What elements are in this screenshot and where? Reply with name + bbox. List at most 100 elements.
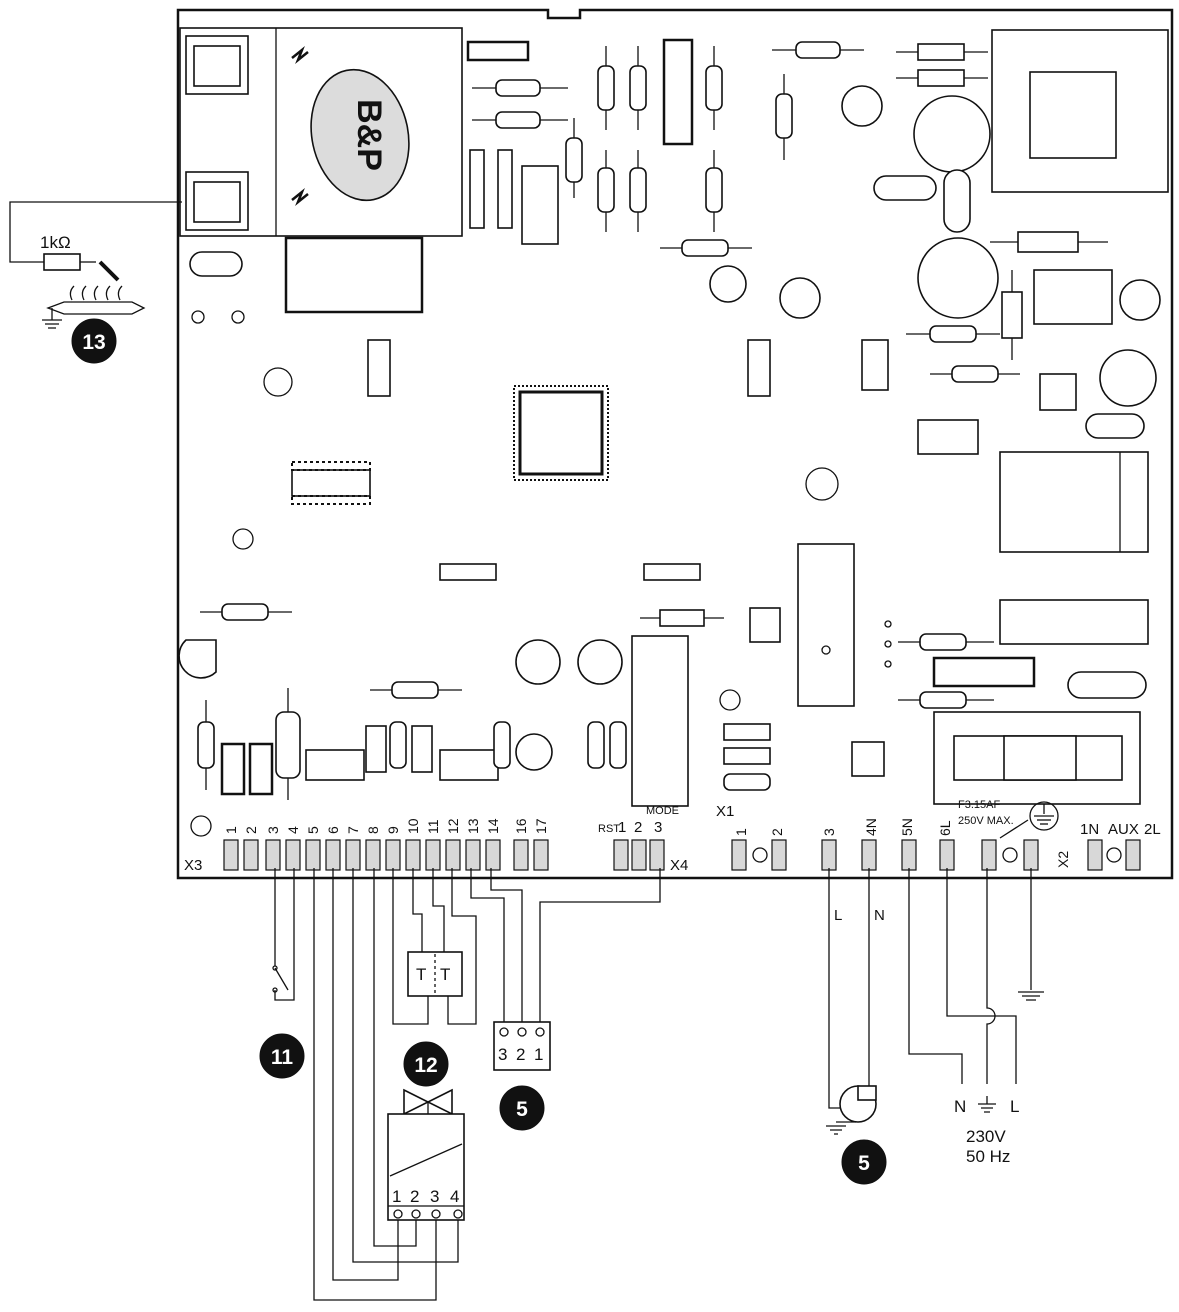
x3-pin-8: 8 bbox=[365, 826, 381, 834]
x3-terminal-8 bbox=[365, 839, 381, 871]
relay-right-black bbox=[932, 656, 1036, 688]
callout-12: 12 bbox=[403, 1041, 449, 1087]
x3-pin-10: 10 bbox=[405, 818, 421, 834]
capacitor bbox=[577, 639, 623, 685]
relay-right-top bbox=[999, 599, 1149, 645]
supply-frequency: 50 Hz bbox=[966, 1147, 1010, 1166]
x3-pin-6: 6 bbox=[325, 826, 341, 834]
x3-terminal-16 bbox=[513, 839, 529, 871]
power-pin-6l: 6L bbox=[937, 820, 953, 836]
jumper-right bbox=[643, 563, 701, 581]
x4-pin-2: 2 bbox=[634, 819, 642, 836]
res-body bbox=[275, 711, 301, 779]
power-pin-4n: 4N bbox=[863, 818, 879, 836]
relay-box bbox=[284, 236, 424, 314]
fuse-rating-line2: 250V MAX. bbox=[958, 815, 1014, 827]
manufacturer-logo-shape bbox=[310, 68, 410, 202]
x3-terminal-9 bbox=[385, 839, 401, 871]
diode-v bbox=[411, 725, 433, 773]
x3-terminal-1 bbox=[223, 839, 239, 871]
callout-11: 11 bbox=[259, 1033, 305, 1079]
earth-icon bbox=[42, 308, 62, 329]
cap-black bbox=[248, 742, 274, 796]
capacitor bbox=[515, 733, 553, 771]
transistor bbox=[178, 639, 217, 679]
x4-pin-1: 1 bbox=[618, 819, 626, 836]
ionisation-electrode-circuit: 1kΩ bbox=[9, 201, 182, 329]
pcb-dot bbox=[884, 620, 892, 628]
x4-terminal-1 bbox=[613, 839, 629, 871]
pcb-slot bbox=[189, 251, 243, 277]
x3-terminal-3 bbox=[265, 839, 281, 871]
pcb-hole bbox=[719, 689, 741, 711]
x4-connector-label: X4 bbox=[670, 857, 688, 874]
power-terminal-5n bbox=[901, 839, 917, 871]
power-pin-3: 3 bbox=[821, 828, 837, 836]
burner-flame-icon bbox=[46, 301, 146, 315]
svg-text:12: 12 bbox=[414, 1054, 437, 1077]
power-terminal-6l bbox=[939, 839, 955, 871]
x3-terminal-11 bbox=[425, 839, 441, 871]
supply-earth-symbol bbox=[978, 1096, 996, 1113]
power-terminal-4n bbox=[861, 839, 877, 871]
x2-terminal-2l bbox=[1125, 839, 1141, 871]
x3-terminal-13 bbox=[465, 839, 481, 871]
x3-pin-2: 2 bbox=[243, 826, 259, 834]
thermostat-t-right: T bbox=[440, 965, 450, 984]
x3-pin-9: 9 bbox=[385, 826, 401, 834]
svg-text:5: 5 bbox=[858, 1152, 870, 1175]
pcb-hole bbox=[263, 367, 293, 397]
x3-pin-13: 13 bbox=[465, 818, 481, 834]
power-hole bbox=[1002, 847, 1018, 863]
supply-n-label: N bbox=[954, 1097, 966, 1116]
res-v bbox=[587, 721, 605, 769]
x3-pin-12: 12 bbox=[445, 818, 461, 834]
x3-pin-5: 5 bbox=[305, 826, 321, 834]
transformer-block: B&P bbox=[179, 27, 463, 237]
x3-pin-11: 11 bbox=[425, 819, 441, 834]
side-relay-right bbox=[747, 339, 771, 397]
power-terminal-earth bbox=[981, 839, 997, 871]
pump-icon bbox=[826, 1085, 877, 1135]
x4-terminal-3 bbox=[649, 839, 665, 871]
thermostat-t-left: T bbox=[416, 965, 426, 984]
bridge-rectifier bbox=[851, 741, 885, 777]
side-relay-left bbox=[367, 339, 391, 397]
callout-5-connector: 5 bbox=[499, 1085, 545, 1131]
res-v bbox=[493, 721, 511, 769]
x3-terminal-strip bbox=[223, 839, 549, 871]
resistor-pack bbox=[631, 635, 689, 807]
res-v bbox=[389, 721, 407, 769]
pcb-hole bbox=[231, 310, 245, 324]
valve-pin-2: 2 bbox=[410, 1187, 419, 1206]
x4-pin-3: 3 bbox=[654, 819, 662, 836]
earth-symbol-pcb bbox=[1029, 801, 1059, 831]
callout-5-pump: 5 bbox=[841, 1139, 887, 1185]
resistor-value-label: 1kΩ bbox=[40, 233, 71, 252]
vertical-relay-dot bbox=[821, 645, 831, 655]
pcb-hole bbox=[190, 815, 212, 837]
pump-l-label: L bbox=[834, 907, 842, 924]
diode-h bbox=[723, 723, 771, 741]
fuse-rating-line1: F3.15AF bbox=[958, 799, 1000, 811]
valve-pin-1: 1 bbox=[392, 1187, 401, 1206]
x4-terminal-strip bbox=[613, 839, 665, 871]
x4-rst-label: RST bbox=[598, 823, 620, 835]
x1-hole bbox=[752, 847, 768, 863]
capacitor bbox=[515, 639, 561, 685]
res-body bbox=[919, 691, 967, 709]
callout-13: 13 bbox=[71, 318, 117, 364]
regulator bbox=[305, 749, 365, 781]
svg-text:11: 11 bbox=[271, 1046, 294, 1069]
connector-321-pin-1: 1 bbox=[534, 1045, 543, 1064]
valve-pin-4: 4 bbox=[450, 1187, 459, 1206]
dip-ic bbox=[291, 461, 371, 505]
x3-terminal-14 bbox=[485, 839, 501, 871]
x3-terminal-10 bbox=[405, 839, 421, 871]
x3-pin-17: 17 bbox=[533, 818, 549, 834]
pcb-hole bbox=[191, 310, 205, 324]
x3-terminal-17 bbox=[533, 839, 549, 871]
fuse-slot bbox=[1067, 671, 1147, 699]
x2-pin-1n: 1N bbox=[1080, 821, 1099, 838]
